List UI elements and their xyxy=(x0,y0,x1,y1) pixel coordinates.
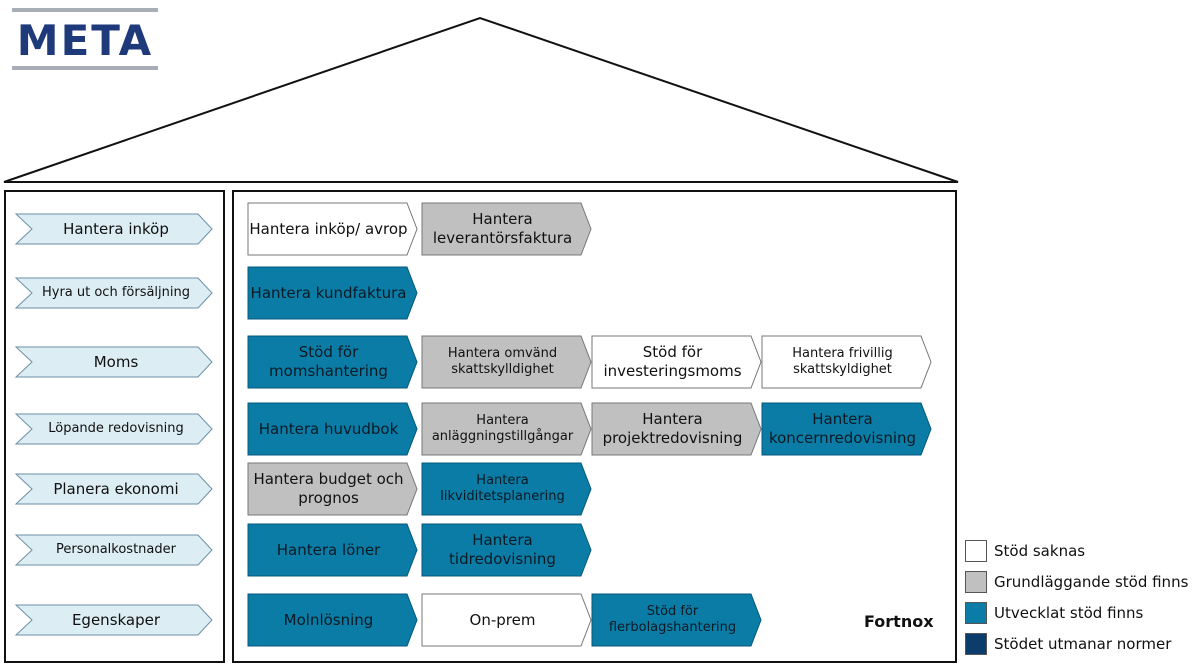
legend-swatch-4 xyxy=(965,633,987,655)
category-1: Hantera inköp xyxy=(14,213,213,245)
capability-r5-c1-label: Hantera budget och prognos xyxy=(253,470,404,507)
legend-label-4: Stödet utmanar normer xyxy=(994,635,1172,653)
category-7-label: Egenskaper xyxy=(71,610,161,629)
capability-r5-c1: Hantera budget och prognos xyxy=(247,462,418,516)
category-3-label: Moms xyxy=(93,352,139,371)
logo-top-bar xyxy=(12,8,158,12)
category-2: Hyra ut och försäljning xyxy=(14,277,213,309)
category-6: Personalkostnader xyxy=(14,534,213,566)
capability-r5-c2-label: Hantera likviditetsplanering xyxy=(440,472,565,504)
logo-bottom-bar xyxy=(12,66,158,70)
capability-r7-c2-label: On-prem xyxy=(469,610,536,629)
capability-r1-c1-label: Hantera inköp/ avrop xyxy=(249,219,408,238)
capability-r5-c2: Hantera likviditetsplanering xyxy=(421,462,592,516)
category-7: Egenskaper xyxy=(14,604,213,636)
legend-swatch-2 xyxy=(965,571,987,593)
category-5-label: Planera ekonomi xyxy=(53,479,179,498)
capability-r3-c3-label: Stöd för investeringsmoms xyxy=(603,343,742,380)
capability-r3-c2: Hantera omvänd skattskylldighet xyxy=(421,335,592,389)
capability-r7-c2: On-prem xyxy=(421,593,592,647)
capability-r4-c1-label: Hantera huvudbok xyxy=(258,419,399,438)
capability-r4-c3: Hantera projektredovisning xyxy=(591,402,762,456)
category-4: Löpande redovisning xyxy=(14,413,213,445)
capability-r7-c3-label: Stöd för flerbolagshantering xyxy=(608,603,737,635)
capability-r1-c2: Hantera leverantörsfaktura xyxy=(421,202,592,256)
logo-text: META xyxy=(16,16,154,65)
legend-label-3: Utvecklat stöd finns xyxy=(994,604,1144,622)
legend-swatch-1 xyxy=(965,540,987,562)
capability-r3-c4-label: Hantera frivillig skattskyldighet xyxy=(792,345,893,377)
legend-label-1: Stöd saknas xyxy=(994,542,1086,560)
capability-r6-c2: Hantera tidredovisning xyxy=(421,523,592,577)
capability-r2-c1: Hantera kundfaktura xyxy=(247,266,418,320)
category-4-label: Löpande redovisning xyxy=(48,420,184,436)
capability-r4-c1: Hantera huvudbok xyxy=(247,402,418,456)
vendor-label: Fortnox xyxy=(864,612,934,631)
capability-r4-c4: Hantera koncernredovisning xyxy=(761,402,932,456)
capability-r7-c1: Molnlösning xyxy=(247,593,418,647)
legend-swatch-3 xyxy=(965,602,987,624)
capability-r3-c1-label: Stöd för momshantering xyxy=(269,343,388,380)
capability-r4-c2: Hantera anläggningstillgångar xyxy=(421,402,592,456)
capability-r1-c1: Hantera inköp/ avrop xyxy=(247,202,418,256)
capability-r4-c4-label: Hantera koncernredovisning xyxy=(768,410,917,447)
capability-r6-c1: Hantera löner xyxy=(247,523,418,577)
capability-r2-c1-label: Hantera kundfaktura xyxy=(250,283,407,302)
category-5: Planera ekonomi xyxy=(14,473,213,505)
capability-r3-c1: Stöd för momshantering xyxy=(247,335,418,389)
category-2-label: Hyra ut och försäljning xyxy=(41,284,191,300)
capability-r3-c2-label: Hantera omvänd skattskylldighet xyxy=(447,345,558,377)
legend-label-2: Grundläggande stöd finns xyxy=(994,573,1189,591)
capability-r6-c2-label: Hantera tidredovisning xyxy=(449,531,556,568)
capability-r6-c1-label: Hantera löner xyxy=(276,540,381,559)
capability-r4-c2-label: Hantera anläggningstillgångar xyxy=(431,412,574,444)
capability-r3-c3: Stöd för investeringsmoms xyxy=(591,335,762,389)
category-1-label: Hantera inköp xyxy=(63,219,169,238)
capability-r3-c4: Hantera frivillig skattskyldighet xyxy=(761,335,932,389)
category-6-label: Personalkostnader xyxy=(56,541,176,557)
capability-r1-c2-label: Hantera leverantörsfaktura xyxy=(432,210,573,247)
capability-r7-c3: Stöd för flerbolagshantering xyxy=(591,593,762,647)
meta-logo: META xyxy=(10,6,160,70)
category-3: Moms xyxy=(14,346,213,378)
capability-r7-c1-label: Molnlösning xyxy=(283,610,374,629)
capability-r4-c3-label: Hantera projektredovisning xyxy=(602,410,743,447)
